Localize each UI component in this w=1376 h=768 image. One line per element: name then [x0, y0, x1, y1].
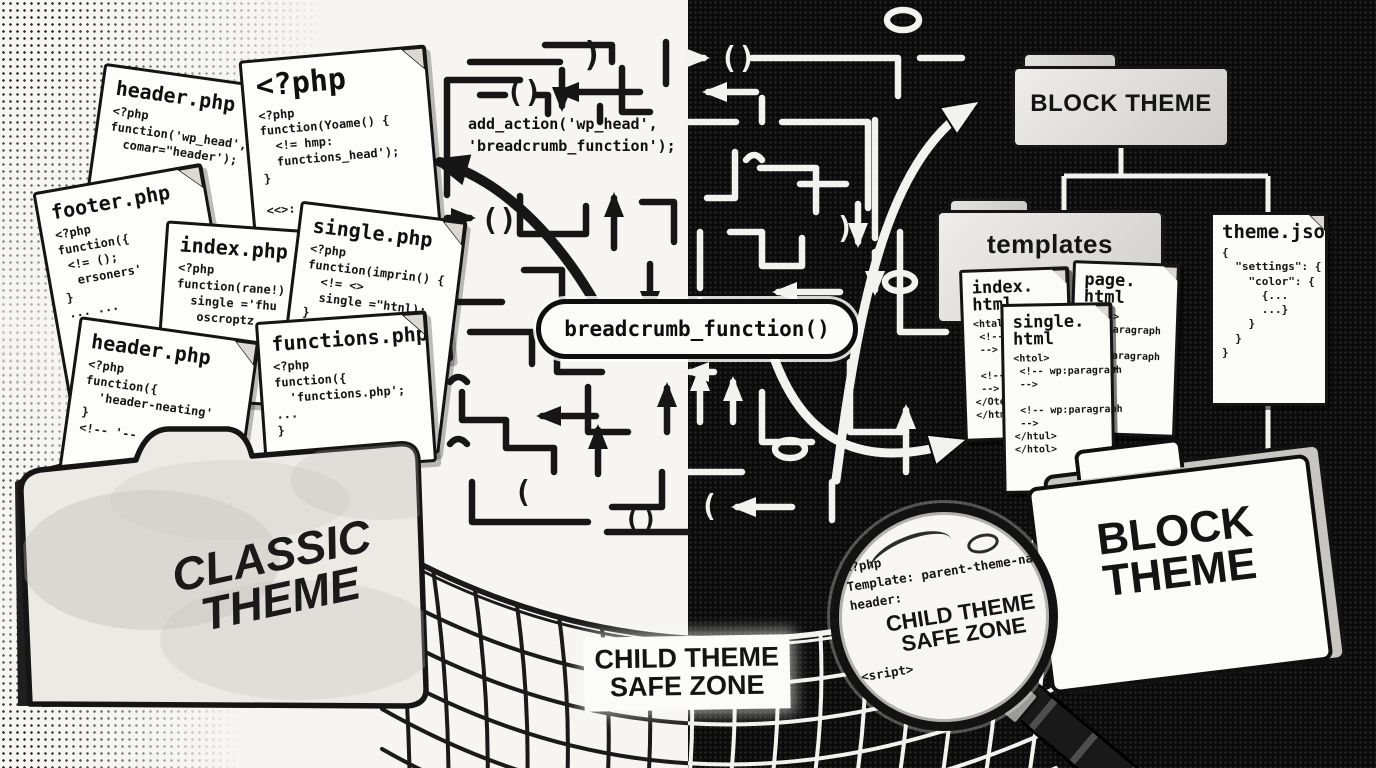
dogear-icon — [1311, 216, 1324, 229]
paren-glyph: ) — [836, 211, 854, 246]
paren-glyph: ( — [514, 475, 532, 510]
add-action-hook-code: add_action('wp_head', 'breadcrumb_functi… — [468, 115, 676, 155]
block-theme-folder-bottom: BLOCK THEME — [1026, 453, 1334, 695]
paren-glyph: () — [720, 41, 756, 76]
file-title: theme.json — [1222, 221, 1337, 243]
paren-glyph: () — [506, 75, 542, 110]
dogear-icon — [1164, 267, 1177, 280]
arrow-to-template-files — [767, 347, 971, 468]
block-theme-folder-label: BLOCK THEME — [1030, 90, 1212, 117]
file-code: <htol> <!-- wp:paragraph --> <!-- wp:par… — [1013, 353, 1123, 456]
paren-glyph: () — [481, 203, 517, 238]
block-theme-folder: BLOCK THEME — [1012, 66, 1230, 148]
child-theme-safe-zone-label: CHILD THEME SAFE ZONE — [583, 634, 791, 712]
paren-glyph: ) — [582, 35, 602, 75]
safety-net — [359, 531, 688, 768]
paren-glyph: () — [624, 502, 658, 535]
magnifier-lens: <?php Template: parent-theme-name header… — [830, 503, 1058, 731]
safe-zone-line2: SAFE ZONE — [609, 669, 765, 703]
file-code: { "settings": { "color": { {... ...} } }… — [1222, 246, 1322, 360]
paren-glyph: ( — [700, 489, 718, 524]
magnifier-content: <?php Template: parent-theme-name header… — [839, 512, 1049, 689]
file-title: single. html — [1012, 311, 1085, 350]
left-maze-glyphs: ) () () ( () — [481, 35, 658, 535]
breadcrumb-function-pill: breadcrumb_function() — [536, 299, 858, 359]
dogear-icon — [1096, 306, 1109, 319]
arrow-to-block-theme-folder — [831, 99, 983, 485]
right-maze-glyphs: () ) ( — [700, 41, 854, 524]
file-theme-json: theme.json { "settings": { "color": { {.… — [1210, 212, 1337, 406]
templates-folder-label: templates — [987, 229, 1113, 259]
dogear-icon — [1053, 270, 1066, 283]
